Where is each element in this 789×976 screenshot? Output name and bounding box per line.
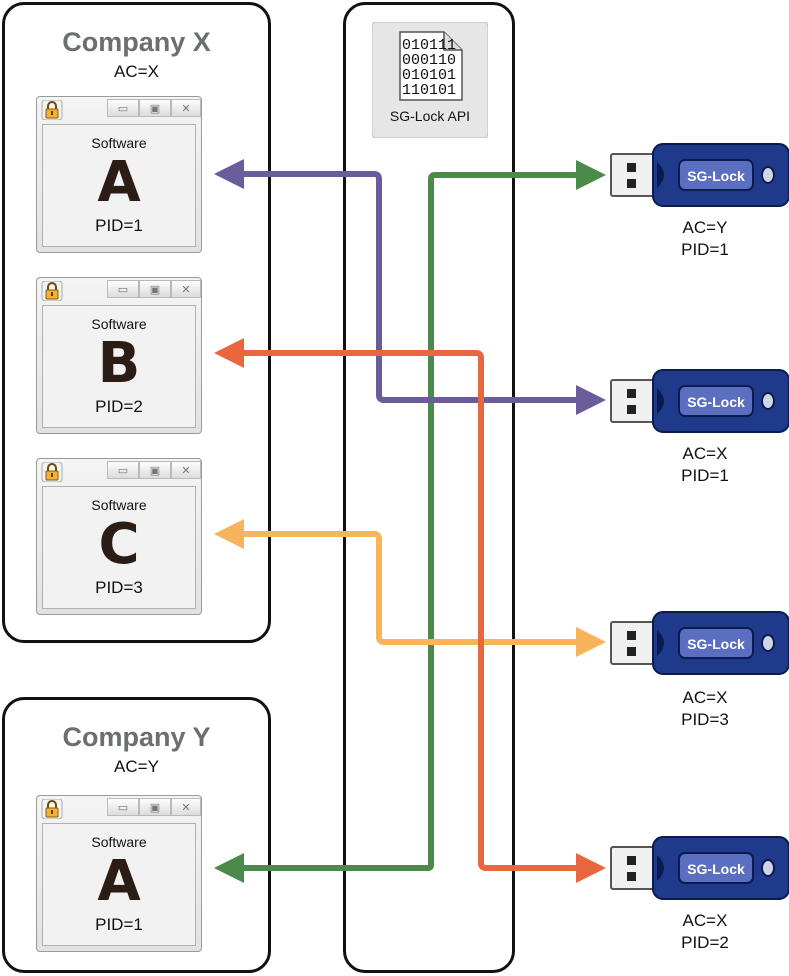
usb-key-icon: SG-Lock: [605, 140, 789, 210]
pid-label: PID=1: [645, 239, 765, 261]
usb-dongle-1: SG-Lock: [605, 140, 789, 210]
usb-key-icon: SG-Lock: [605, 833, 789, 903]
dongle-4-caption: AC=X PID=2: [645, 910, 765, 954]
usb-dongle-4: SG-Lock: [605, 833, 789, 903]
ac-label: AC=X: [645, 687, 765, 709]
brand-label: SG-Lock: [687, 168, 745, 184]
pid-label: PID=3: [645, 709, 765, 731]
pid-label: PID=2: [645, 932, 765, 954]
ac-label: AC=X: [645, 910, 765, 932]
dongle-1-caption: AC=Y PID=1: [645, 217, 765, 261]
brand-label: SG-Lock: [687, 636, 745, 652]
ac-label: AC=X: [645, 443, 765, 465]
usb-dongle-3: SG-Lock: [605, 608, 789, 678]
ac-label: AC=Y: [645, 217, 765, 239]
arrow-light-orange: [220, 534, 600, 642]
usb-key-icon: SG-Lock: [605, 366, 789, 436]
usb-dongle-2: SG-Lock: [605, 366, 789, 436]
usb-key-icon: SG-Lock: [605, 608, 789, 678]
pid-label: PID=1: [645, 465, 765, 487]
brand-label: SG-Lock: [687, 394, 745, 410]
dongle-2-caption: AC=X PID=1: [645, 443, 765, 487]
arrow-orange-red: [220, 353, 600, 868]
dongle-3-caption: AC=X PID=3: [645, 687, 765, 731]
arrow-purple: [220, 174, 600, 400]
arrow-green: [220, 175, 600, 868]
brand-label: SG-Lock: [687, 861, 745, 877]
